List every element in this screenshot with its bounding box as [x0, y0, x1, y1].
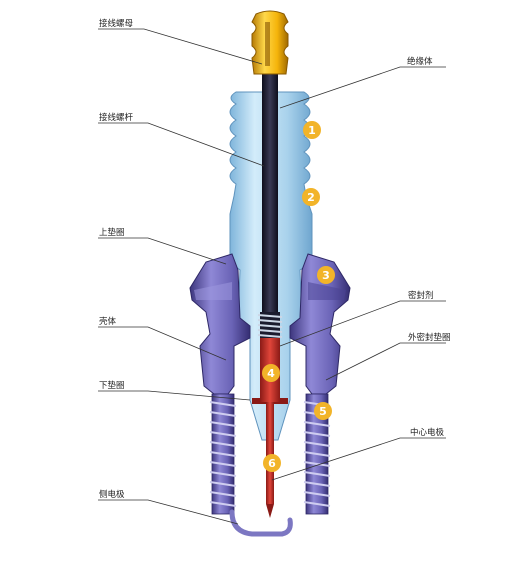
- center-electrode-shape: [266, 402, 274, 504]
- side-electrode: [229, 509, 293, 537]
- label-sealant: 密封剂: [408, 290, 434, 301]
- marker-6: 6: [263, 454, 281, 472]
- svg-text:3: 3: [322, 269, 330, 282]
- marker-3: 3: [317, 266, 335, 284]
- label-insulator: 绝缘体: [407, 56, 433, 67]
- label-side-electrode: 侧电极: [99, 489, 125, 500]
- label-terminal-nut: 接线螺母: [99, 18, 133, 29]
- label-center-electrode: 中心电极: [410, 427, 445, 438]
- leader-lines: [98, 28, 446, 525]
- svg-text:5: 5: [319, 405, 327, 418]
- label-lower-gasket: 下垫圈: [99, 380, 125, 391]
- svg-text:6: 6: [268, 457, 276, 470]
- marker-4: 4: [262, 364, 280, 382]
- center-electrode-tip: [266, 504, 274, 518]
- svg-text:1: 1: [308, 124, 316, 137]
- shell-body: [189, 253, 351, 395]
- terminal-rod: [262, 72, 278, 312]
- nut-slot: [265, 22, 270, 66]
- label-shell: 壳体: [99, 316, 117, 327]
- svg-text:2: 2: [307, 191, 315, 204]
- seal-spring: [257, 312, 283, 338]
- label-terminal-rod: 接线螺杆: [99, 112, 134, 123]
- marker-5: 5: [314, 402, 332, 420]
- shell-threads-right: [303, 393, 331, 515]
- shell-threads-left: [209, 393, 237, 515]
- marker-1: 1: [303, 121, 321, 139]
- label-outer-seal-gasket: 外密封垫圈: [408, 332, 451, 343]
- svg-text:4: 4: [267, 367, 275, 380]
- label-upper-gasket: 上垫圈: [99, 227, 125, 238]
- marker-2: 2: [302, 188, 320, 206]
